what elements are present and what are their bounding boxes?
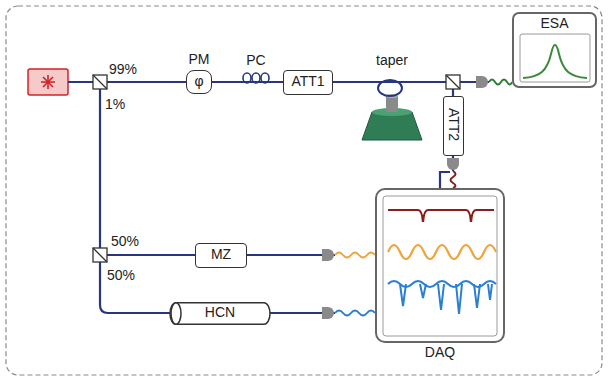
pc-loop — [261, 73, 269, 83]
absorption-dip — [420, 284, 426, 298]
gas-cell: HCN — [170, 302, 270, 325]
absorption-dip — [488, 284, 492, 300]
node-content: ATT2 — [445, 108, 460, 144]
component-name: PC — [246, 53, 265, 68]
photodetector — [322, 307, 334, 319]
split-ratio: 50% — [111, 234, 139, 249]
node-label: DAQ — [425, 345, 455, 360]
node-content: HCN — [205, 305, 235, 320]
detector-body — [322, 249, 334, 261]
split-ratio: 50% — [107, 268, 135, 283]
esa-resonance-curve — [523, 45, 587, 78]
daq-cable — [335, 253, 375, 258]
fiber-coupler — [446, 75, 460, 89]
coupler-body — [446, 75, 460, 89]
node-label: φ — [194, 74, 203, 89]
photodetector — [447, 158, 459, 170]
detector-body — [447, 158, 459, 170]
cable-backing — [335, 252, 375, 258]
pc-loop — [252, 73, 260, 83]
coupler-body — [93, 75, 107, 89]
daq-instrument: DAQ — [375, 188, 505, 343]
fiber — [68, 81, 188, 83]
phase-modulator: φPM — [186, 70, 212, 94]
laser-star-ray — [43, 77, 53, 87]
fiber — [107, 254, 197, 256]
cable-backing — [450, 171, 456, 188]
fiber-coupler — [93, 75, 107, 89]
spectrum-analyzer: ESA — [512, 12, 597, 88]
laser-star — [41, 75, 55, 89]
node-label: PM — [189, 52, 210, 67]
setup-border — [6, 6, 602, 375]
detector-body — [322, 307, 334, 319]
laser-star-ray — [43, 77, 53, 87]
absorption-dip — [438, 284, 444, 310]
absorption-dip — [474, 284, 480, 308]
absorption-dip — [456, 284, 462, 314]
photodetector — [322, 249, 334, 261]
optical-fiber — [247, 254, 375, 256]
fiber — [68, 82, 197, 313]
interferometer-box: MZ — [195, 243, 247, 268]
cable-backing — [489, 79, 512, 85]
node-label: ATT1 — [291, 74, 324, 89]
fiber — [99, 89, 101, 248]
daq-screen — [383, 196, 497, 336]
coupler-diagonal — [93, 75, 107, 89]
cylinder-body — [170, 302, 270, 324]
coupler-diagonal — [93, 248, 107, 262]
daq-cable — [335, 311, 375, 316]
transmission-trace — [388, 210, 494, 222]
photodetector — [476, 76, 488, 88]
node-content: ATT1 — [291, 74, 324, 89]
daq-cable — [451, 171, 456, 188]
mz-trace — [388, 245, 496, 259]
laser-body — [28, 69, 68, 95]
fiber — [100, 262, 172, 313]
pc-loop — [243, 73, 251, 83]
split-ratio: 99% — [109, 62, 137, 77]
attenuator-box: ATT1 — [283, 70, 333, 95]
optical-fiber — [333, 82, 453, 96]
fiber-coupler — [93, 248, 107, 262]
esa-cable — [489, 80, 512, 85]
coupler-diagonal — [446, 75, 460, 89]
node-label: ATT2 — [445, 108, 460, 141]
attenuator-box: ATT2 — [443, 96, 464, 156]
node-content: MZ — [211, 247, 231, 262]
component-name: taper — [376, 53, 408, 68]
cable-backing — [335, 310, 375, 316]
hcn-absorption-lines — [400, 284, 492, 314]
node-label: ESA — [540, 16, 568, 31]
taper-mount-post — [386, 96, 398, 112]
cylinder-end — [171, 302, 181, 324]
node-label: HCN — [205, 305, 235, 320]
node-label: MZ — [211, 247, 231, 262]
taper-mount-base — [362, 112, 422, 140]
absorption-dip — [400, 284, 406, 306]
detector-body — [476, 76, 488, 88]
split-ratio: 1% — [105, 97, 125, 112]
esa-screen — [520, 34, 590, 82]
polarization-controller-loops — [243, 73, 269, 83]
node-content: φ — [194, 74, 203, 89]
taper-fiber-coil — [378, 80, 402, 96]
coupler-body — [93, 248, 107, 262]
